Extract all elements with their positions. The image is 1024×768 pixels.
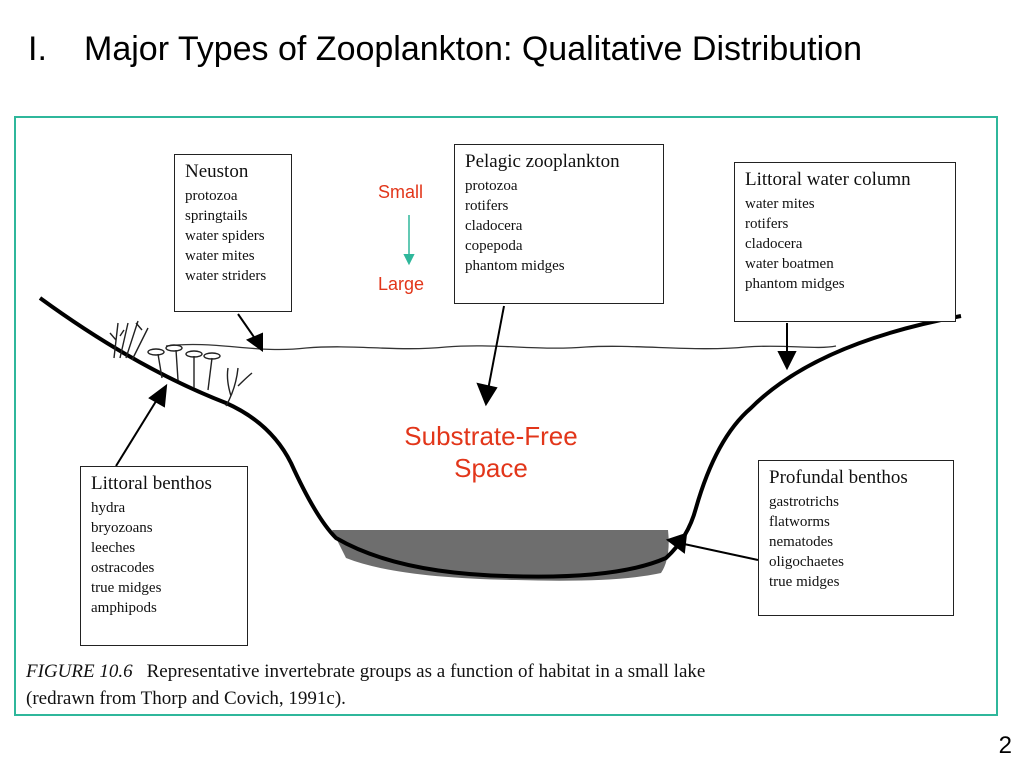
title-number: I. bbox=[28, 30, 47, 68]
page-number: 2 bbox=[998, 732, 1012, 759]
neuston-box: Neuston protozoa springtails water spide… bbox=[174, 154, 292, 312]
pelagic-title: Pelagic zooplankton bbox=[465, 151, 620, 172]
littoral-plants bbox=[109, 320, 253, 407]
size-large-label: Large bbox=[378, 274, 425, 294]
neuston-title: Neuston bbox=[185, 161, 249, 182]
littoral-benthos-title: Littoral benthos bbox=[91, 473, 212, 494]
neuston-item: springtails bbox=[185, 208, 248, 224]
littoral-column-item: cladocera bbox=[745, 236, 803, 252]
pelagic-item: protozoa bbox=[465, 178, 518, 194]
habitat-arrows bbox=[115, 215, 797, 561]
littoral-benthos-item: ostracodes bbox=[91, 560, 155, 576]
lake-diagram bbox=[38, 215, 962, 581]
littoral-benthos-item: leeches bbox=[91, 540, 136, 556]
substrate-free-label: Substrate-Free Space bbox=[366, 420, 616, 484]
title-text: Major Types of Zooplankton: Qualitative … bbox=[84, 30, 862, 68]
pelagic-item: copepoda bbox=[465, 238, 523, 254]
water-surface bbox=[165, 343, 837, 351]
neuston-item: protozoa bbox=[185, 188, 238, 204]
slide-title: I. Major Types of Zooplankton: Qualitativ… bbox=[28, 30, 862, 69]
profundal-benthos-box: Profundal benthos gastrotrichs flatworms… bbox=[758, 460, 954, 616]
neuston-item: water spiders bbox=[185, 228, 265, 244]
caption-label: FIGURE 10.6 bbox=[26, 661, 133, 682]
profundal-benthos-item: gastrotrichs bbox=[769, 494, 839, 510]
pelagic-item: cladocera bbox=[465, 218, 523, 234]
size-small-label: Small bbox=[378, 182, 424, 202]
littoral-column-title: Littoral water column bbox=[745, 169, 911, 190]
profundal-benthos-title: Profundal benthos bbox=[769, 467, 908, 488]
pelagic-item: rotifers bbox=[465, 198, 509, 214]
neuston-item: water mites bbox=[185, 248, 255, 264]
littoral-benthos-item: amphipods bbox=[91, 600, 157, 616]
caption-line1: Representative invertebrate groups as a … bbox=[146, 661, 706, 682]
pelagic-box: Pelagic zooplankton protozoa rotifers cl… bbox=[454, 144, 664, 304]
littoral-benthos-box: Littoral benthos hydra bryozoans leeches… bbox=[80, 466, 248, 646]
profundal-benthos-item: oligochaetes bbox=[769, 554, 844, 570]
profundal-benthos-item: flatworms bbox=[769, 514, 830, 530]
neuston-item: water striders bbox=[185, 268, 267, 284]
profundal-benthos-item: nematodes bbox=[769, 534, 834, 550]
littoral-benthos-item: hydra bbox=[91, 500, 126, 516]
littoral-benthos-item: true midges bbox=[91, 580, 162, 596]
littoral-column-box: Littoral water column water mites rotife… bbox=[734, 162, 956, 322]
figure-frame: Neuston protozoa springtails water spide… bbox=[14, 116, 998, 716]
profundal-benthos-item: true midges bbox=[769, 574, 840, 590]
figure-caption: FIGURE 10.6 Representative invertebrate g… bbox=[26, 658, 705, 712]
substrate-free-line2: Space bbox=[454, 453, 528, 483]
caption-line2: (redrawn from Thorp and Covich, 1991c). bbox=[26, 688, 346, 709]
littoral-benthos-item: bryozoans bbox=[91, 520, 153, 536]
littoral-column-item: water boatmen bbox=[745, 256, 834, 272]
pelagic-item: phantom midges bbox=[465, 258, 565, 274]
substrate-free-line1: Substrate-Free bbox=[404, 421, 578, 451]
littoral-column-item: phantom midges bbox=[745, 276, 845, 292]
littoral-column-item: rotifers bbox=[745, 216, 789, 232]
littoral-column-item: water mites bbox=[745, 196, 815, 212]
lake-basin bbox=[38, 296, 962, 579]
